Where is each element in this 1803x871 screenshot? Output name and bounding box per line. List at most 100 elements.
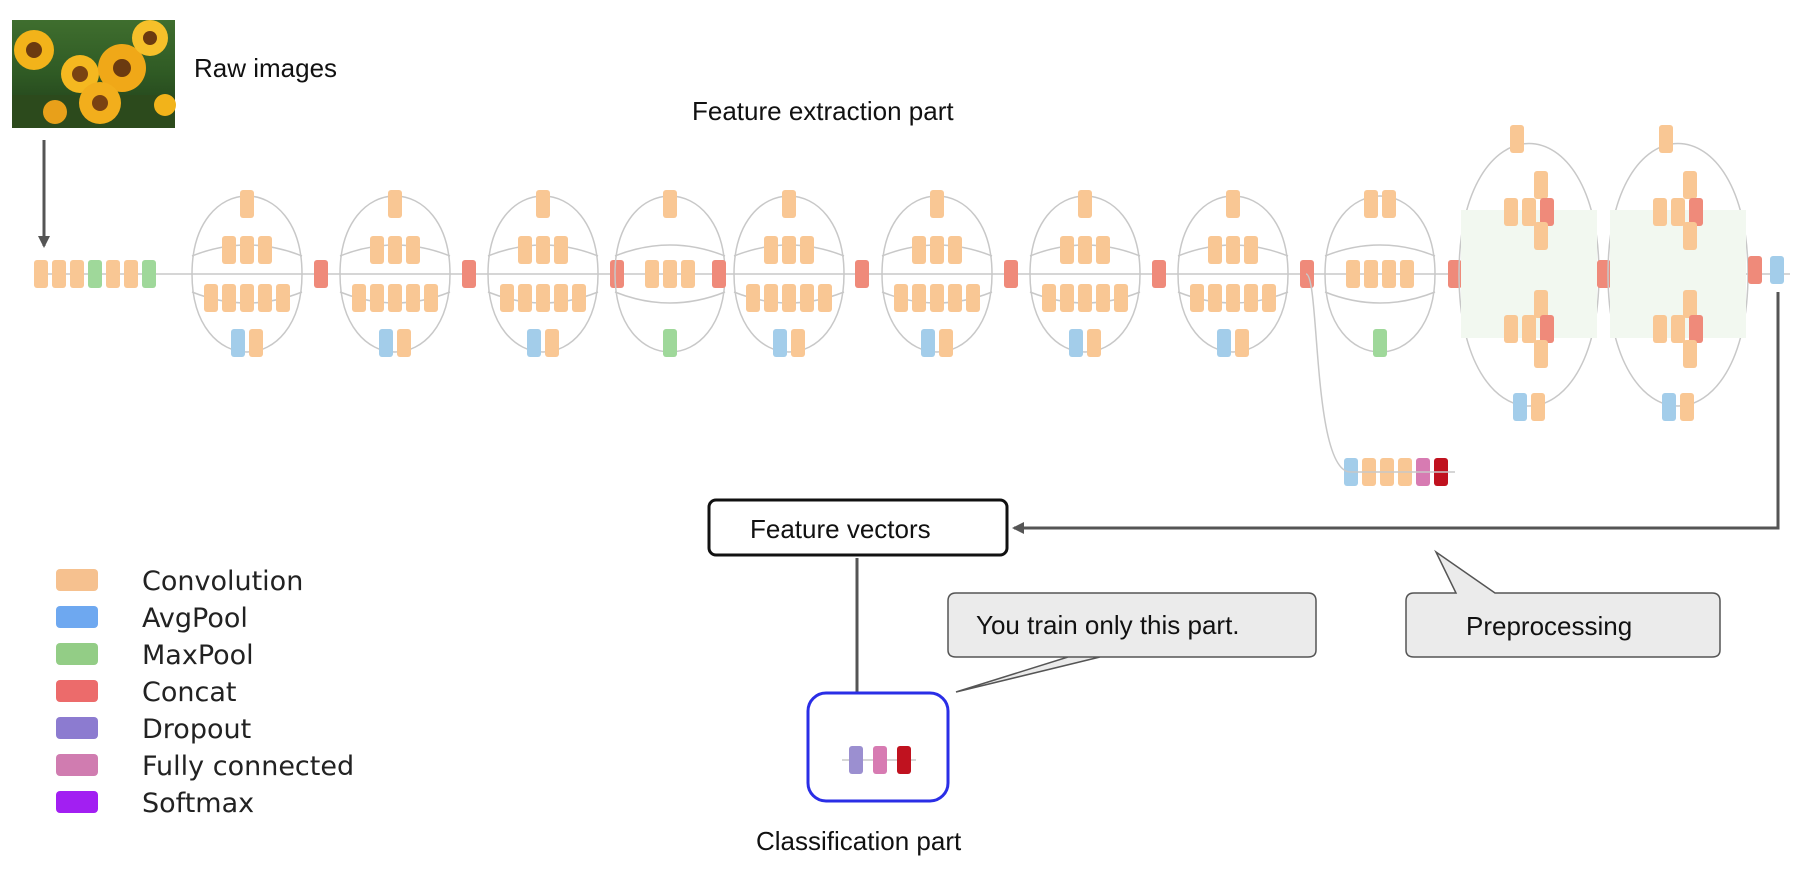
conv-layer [912,236,926,264]
avgpool-layer [1662,393,1676,421]
avgpool-layer [773,329,787,357]
inception-module-branch [614,291,726,304]
conv-layer [370,236,384,264]
concat-layer [1540,198,1554,226]
inception-module-outline [339,195,451,353]
train-callout-bubble [947,592,1317,693]
concat-layer [1689,315,1703,343]
avgpool-layer [921,329,935,357]
conv-layer [1060,236,1074,264]
conv-layer [1534,340,1548,368]
fully-connected-layer [873,746,887,774]
conv-layer [1042,284,1056,312]
conv-layer [258,284,272,312]
conv-layer [1364,260,1378,288]
maxpool-layer [142,260,156,288]
conv-layer [1060,284,1074,312]
concat-layer [1152,260,1166,288]
conv-layer [1534,290,1548,318]
conv-layer [424,284,438,312]
sunflower-icon [14,20,176,124]
conv-layer [204,284,218,312]
network-blocks [34,125,1784,486]
conv-layer [1510,125,1524,153]
legend-label: MaxPool [142,640,254,671]
conv-layer [1096,236,1110,264]
conv-layer [1671,198,1685,226]
conv-layer [222,236,236,264]
conv-layer [240,236,254,264]
conv-layer [1208,284,1222,312]
conv-layer [1504,315,1518,343]
conv-layer [70,260,84,288]
feature-vectors-box [707,498,1009,557]
conv-layer [1226,190,1240,218]
conv-layer [536,190,550,218]
conv-layer [1683,340,1697,368]
conv-layer [1400,260,1414,288]
conv-layer [240,284,254,312]
conv-layer [800,236,814,264]
conv-layer [1680,393,1694,421]
conv-layer [645,260,659,288]
inception-module-outline [191,195,303,353]
aux-branch-line [1305,273,1455,473]
conv-layer [1190,284,1204,312]
conv-layer [554,284,568,312]
inception-module-outline [487,195,599,353]
conv-layer [388,236,402,264]
legend-label: Concat [142,677,237,708]
conv-layer [388,190,402,218]
train-callout-label: You train only this part. [976,610,1240,640]
conv-layer [106,260,120,288]
conv-layer [1683,171,1697,199]
legend-label: Convolution [142,566,304,597]
conv-layer [894,284,908,312]
conv-layer [52,260,66,288]
conv-layer [1226,236,1240,264]
legend-label: Fully connected [142,751,355,782]
conv-layer [1504,198,1518,226]
conv-layer [240,190,254,218]
legend-swatch [56,569,98,591]
legend-label: AvgPool [142,603,248,634]
conv-layer [930,190,944,218]
concat-layer [712,260,726,288]
concat-layer [855,260,869,288]
conv-layer [1208,236,1222,264]
conv-layer [352,284,366,312]
conv-layer [1382,190,1396,218]
conv-layer [782,190,796,218]
conv-layer [536,284,550,312]
conv-layer [1534,222,1548,250]
conv-layer [1096,284,1110,312]
conv-layer [930,284,944,312]
avgpool-layer [231,329,245,357]
legend-swatch [56,606,98,628]
raw-image-thumbnail [12,20,176,128]
conv-layer [1659,125,1673,153]
conv-layer [948,284,962,312]
conv-layer [536,236,550,264]
conv-layer [1671,315,1685,343]
inception-module-outline [733,195,845,353]
conv-layer [764,284,778,312]
conv-layer [1534,171,1548,199]
concat-layer [1597,260,1611,288]
conv-layer [1235,329,1249,357]
legend-label: Dropout [142,714,252,745]
conv-layer [222,284,236,312]
conv-layer [406,236,420,264]
concat-layer [1748,256,1762,284]
concat-layer [1540,315,1554,343]
conv-layer [818,284,832,312]
softmax-layer [897,746,911,774]
conv-layer [554,236,568,264]
legend-swatch [56,643,98,665]
conv-layer [1078,284,1092,312]
conv-layer [800,284,814,312]
conv-layer [764,236,778,264]
conv-layer [572,284,586,312]
inception-module-outline [1177,195,1289,353]
